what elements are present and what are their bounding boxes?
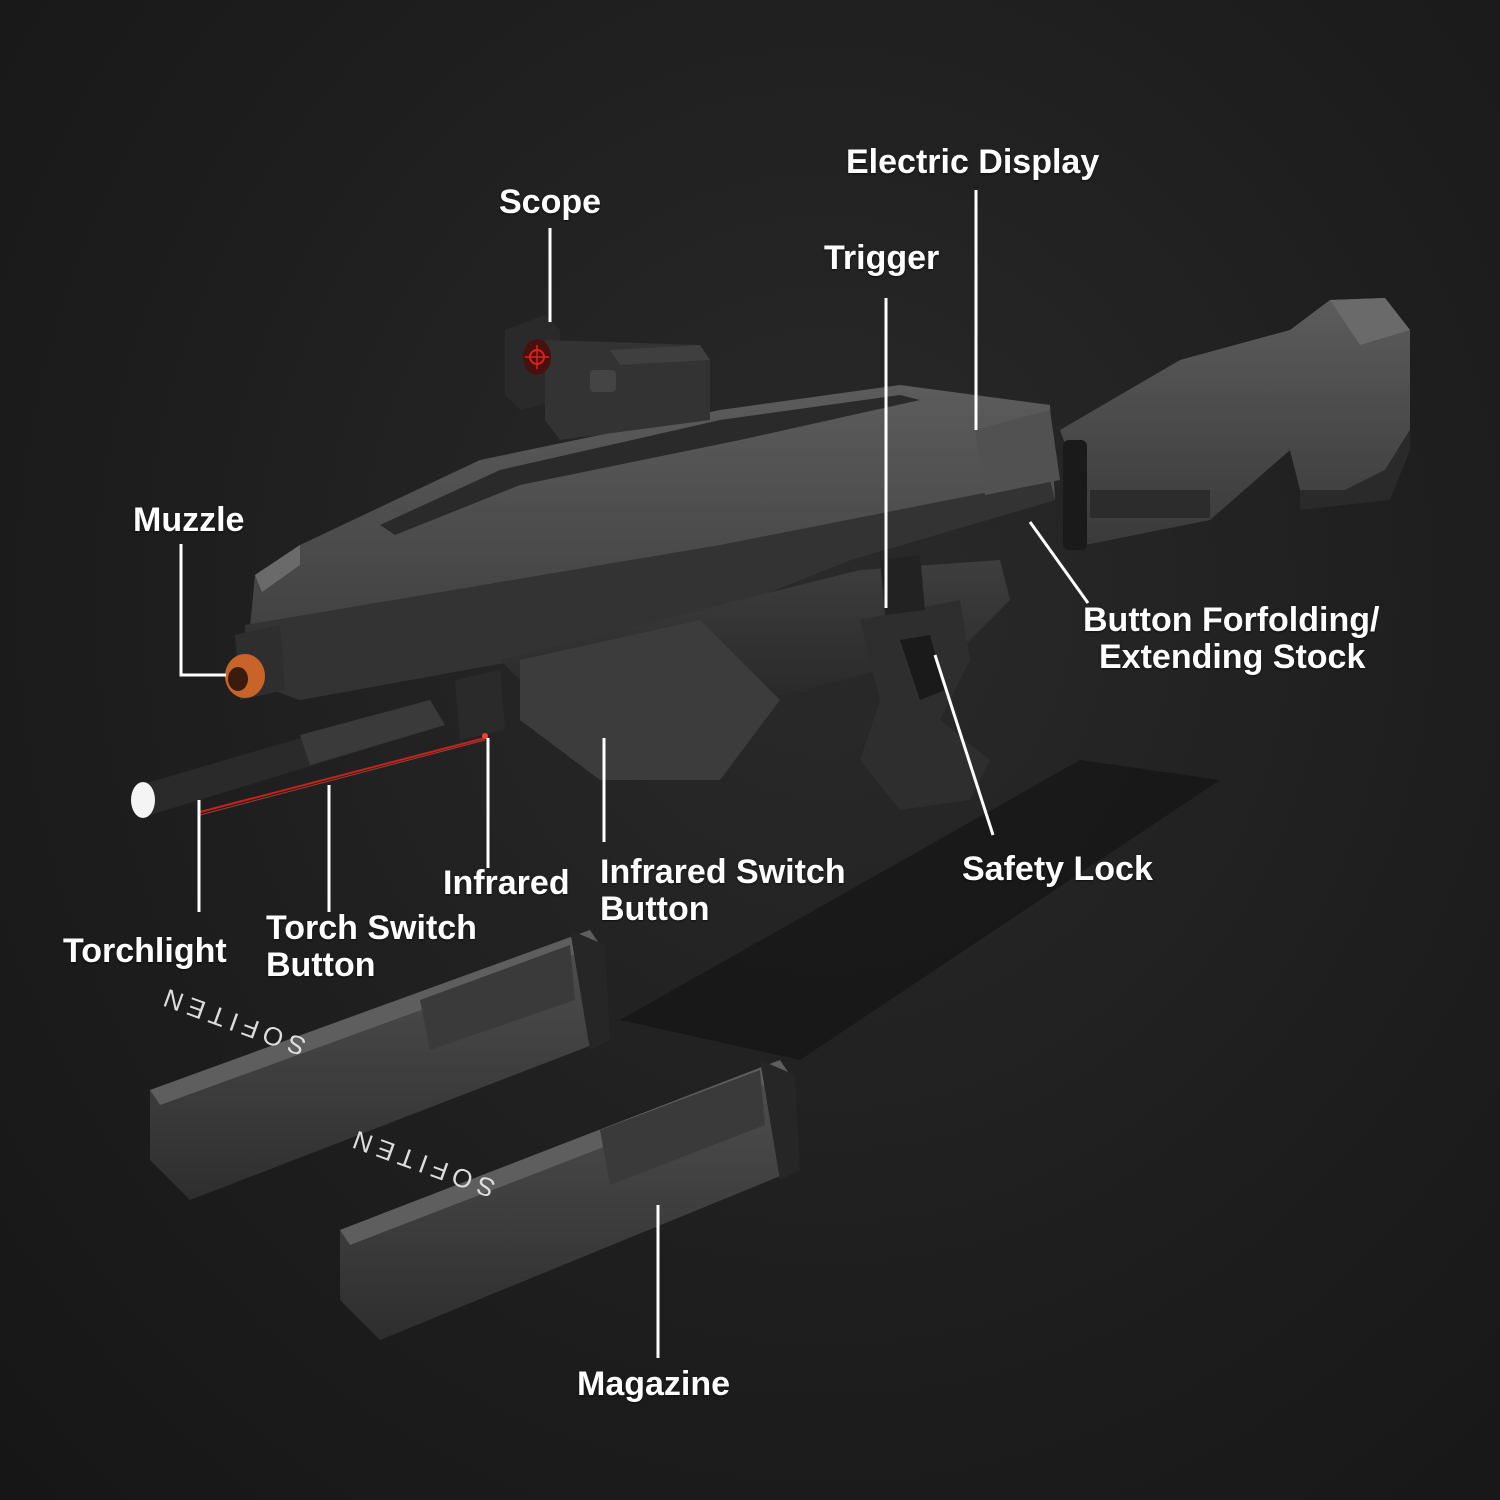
muzzle-tip (225, 625, 285, 700)
label-stock-button-line2: Extending Stock (1099, 638, 1366, 676)
magazine-logo-top: SOFITEN (154, 981, 310, 1062)
label-infrared-switch: Infrared Switch Button (600, 854, 846, 928)
label-torch-switch-line1: Torch Switch (266, 909, 477, 947)
label-safety-lock: Safety Lock (962, 851, 1153, 888)
label-stock-button-line1: Button Forfolding/ (1083, 601, 1380, 639)
label-safety-lock-text: Safety Lock (962, 850, 1153, 888)
magazine-top (150, 930, 610, 1200)
leader-muzzle (179, 544, 226, 677)
label-trigger-text: Trigger (824, 239, 940, 277)
label-torch-switch: Torch Switch Button (266, 910, 477, 984)
label-torch-switch-line2: Button (266, 946, 376, 984)
label-trigger: Trigger (824, 240, 939, 277)
label-magazine-text: Magazine (577, 1365, 731, 1403)
label-infrared-switch-line2: Button (600, 890, 710, 928)
label-electric-display-text: Electric Display (846, 143, 1100, 181)
scope-sight (505, 315, 710, 440)
label-electric-display: Electric Display (846, 144, 1099, 181)
label-infrared-text: Infrared (443, 864, 570, 902)
label-muzzle-text: Muzzle (133, 501, 245, 539)
label-muzzle: Muzzle (133, 502, 244, 539)
blaster-body (245, 385, 1060, 810)
label-scope: Scope (499, 184, 601, 221)
floor-shadow (620, 760, 1220, 1060)
label-torchlight: Torchlight (63, 933, 227, 970)
label-infrared: Infrared (443, 865, 570, 902)
label-infrared-switch-line1: Infrared Switch (600, 853, 846, 891)
label-torchlight-text: Torchlight (63, 932, 227, 970)
label-scope-text: Scope (499, 183, 602, 221)
leader-stock-button (1028, 521, 1090, 604)
leader-lines (179, 190, 1090, 1358)
magazine-logo-bottom: SOFITEN (343, 1123, 499, 1204)
label-stock-button: Button Forfolding/ Extending Stock (1083, 602, 1379, 676)
torchlight-unit (131, 670, 505, 818)
magazine-bottom (340, 1060, 800, 1340)
stock (1060, 298, 1410, 550)
leader-safety-lock (933, 654, 995, 836)
label-magazine: Magazine (577, 1366, 730, 1403)
